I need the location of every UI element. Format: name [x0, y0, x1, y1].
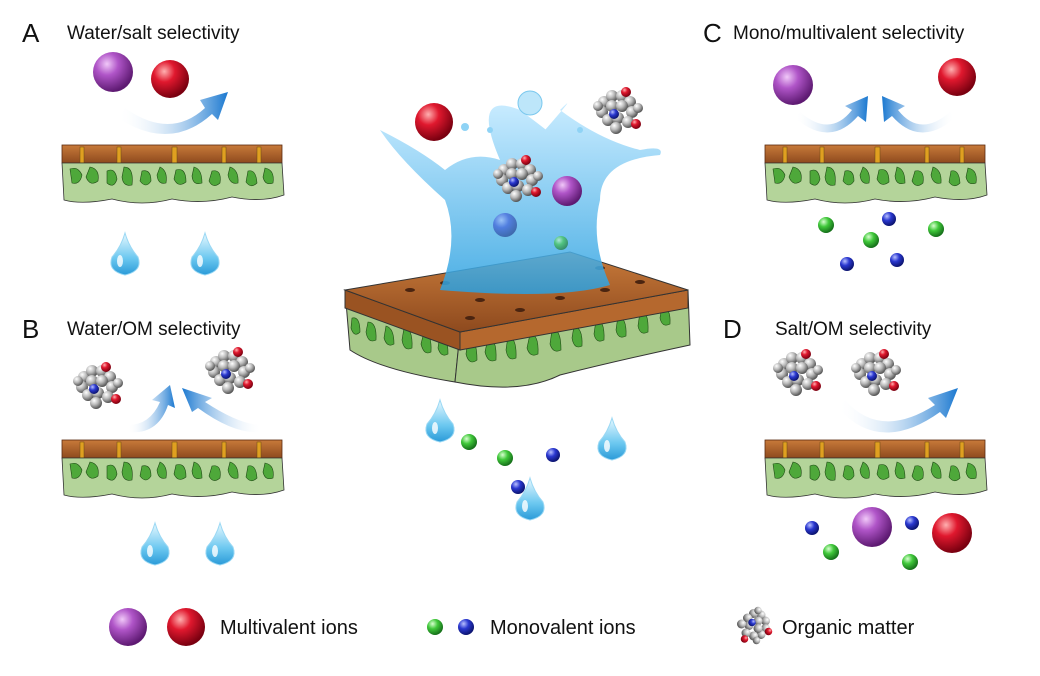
- organic-matter-molecule: [593, 87, 643, 134]
- organic-matter-molecule: [773, 349, 823, 396]
- monovalent-ion-green: [863, 232, 879, 248]
- membrane: [764, 144, 988, 204]
- panel-b-letter: B: [22, 314, 39, 344]
- multivalent-ion-purple: [773, 65, 813, 105]
- legend-multivalent-label: Multivalent ions: [220, 617, 358, 639]
- multivalent-ion-red: [415, 103, 453, 141]
- multivalent-ion-purple: [552, 176, 582, 206]
- panel-d-letter: D: [723, 314, 742, 344]
- monovalent-ion-green: [928, 221, 944, 237]
- panel-a-letter: A: [22, 18, 40, 48]
- monovalent-ion-green: [497, 450, 513, 466]
- organic-matter-molecule: [73, 362, 123, 409]
- monovalent-ion-blue: [493, 213, 517, 237]
- panel-a-title: Water/salt selectivity: [67, 23, 240, 44]
- organic-matter-molecule: [851, 349, 901, 396]
- water-bubble: [517, 90, 543, 116]
- water-droplet-icon: [110, 232, 140, 276]
- rejection-arrow-icon: [182, 388, 262, 433]
- multivalent-ion-red: [938, 58, 976, 96]
- water-droplet-icon: [140, 522, 170, 566]
- rejection-arrow-icon: [795, 96, 868, 133]
- legend-red-ion-icon: [167, 608, 205, 646]
- multivalent-ion-purple: [852, 507, 892, 547]
- panel-d: D Salt/OM selectivity: [723, 314, 988, 570]
- membrane: [61, 439, 285, 499]
- monovalent-ion-blue: [890, 253, 904, 267]
- legend-blue-ion-icon: [458, 619, 474, 635]
- panel-b: B Water/OM selectivity: [22, 314, 285, 566]
- panel-a: A Water/salt selectivity: [22, 18, 285, 276]
- panel-d-title: Salt/OM selectivity: [775, 319, 932, 340]
- monovalent-ion-green: [902, 554, 918, 570]
- membrane: [764, 439, 988, 499]
- monovalent-ion-blue: [511, 480, 525, 494]
- panel-b-title: Water/OM selectivity: [67, 319, 241, 340]
- multivalent-ion-purple: [93, 52, 133, 92]
- rejection-arrow-icon: [118, 92, 228, 135]
- water-droplet-icon: [205, 522, 235, 566]
- water-droplet-icon: [190, 232, 220, 276]
- monovalent-ion-blue: [546, 448, 560, 462]
- multivalent-ion-red: [151, 60, 189, 98]
- monovalent-ion-green: [818, 217, 834, 233]
- panel-c: C Mono/multivalent selectivity: [703, 18, 988, 271]
- rejection-arrow-icon: [882, 96, 955, 133]
- legend-monovalent-label: Monovalent ions: [490, 617, 636, 639]
- panel-c-title: Mono/multivalent selectivity: [733, 23, 965, 44]
- organic-matter-molecule: [205, 347, 255, 394]
- rejection-arrow-icon: [838, 388, 958, 433]
- multivalent-ion-red: [932, 513, 972, 553]
- legend: Multivalent ions Monovalent ions Organic…: [109, 606, 915, 646]
- membrane: [61, 144, 285, 204]
- monovalent-ion-blue: [805, 521, 819, 535]
- panel-c-letter: C: [703, 18, 722, 48]
- monovalent-ion-blue: [905, 516, 919, 530]
- rejection-arrow-icon: [128, 385, 175, 433]
- water-droplet-icon: [597, 417, 627, 461]
- legend-organic-matter-icon: [737, 606, 773, 645]
- legend-organic-label: Organic matter: [782, 617, 915, 639]
- monovalent-ion-blue: [882, 212, 896, 226]
- monovalent-ion-blue: [840, 257, 854, 271]
- monovalent-ion-green: [823, 544, 839, 560]
- water-droplet-icon: [425, 399, 455, 443]
- legend-green-ion-icon: [427, 619, 443, 635]
- monovalent-ion-green: [461, 434, 477, 450]
- legend-purple-ion-icon: [109, 608, 147, 646]
- monovalent-ion-green: [554, 236, 568, 250]
- center-membrane-illustration: [343, 87, 691, 521]
